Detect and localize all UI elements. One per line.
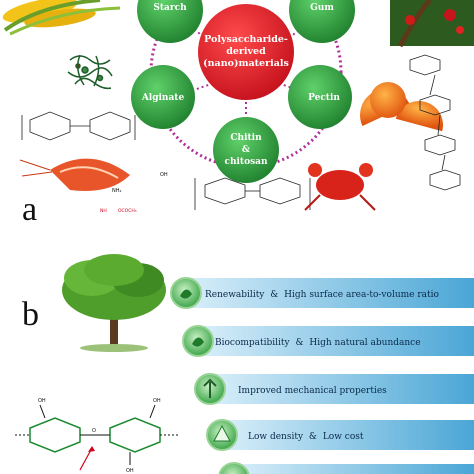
starch-node [137, 0, 203, 43]
feature-row-5 [218, 462, 474, 474]
feature-5-icon [218, 462, 250, 474]
starch-network-image [67, 54, 113, 90]
feature-row-4: Low density & Low cost [206, 419, 474, 451]
cellulose-oh-1: OH [38, 398, 46, 404]
panel-b: b OH OH OH O [15, 254, 474, 474]
feature-list: Renewability & High surface area-to-volu… [170, 277, 474, 474]
shrimp-image [19, 158, 130, 191]
gum-node [289, 0, 355, 43]
pectin-node [288, 65, 352, 129]
crab-image [304, 163, 376, 211]
connection-ring [149, 0, 343, 169]
chem-nh: NH [100, 208, 107, 214]
panel-a: Polysaccharide- derived (nano)materials … [2, 0, 474, 228]
cellulose-oh-3: OH [126, 468, 134, 474]
chem-nh2: NH₂ [112, 188, 122, 194]
feature-4-text: Low density & Low cost [248, 432, 364, 442]
gum-tree-image [390, 0, 474, 48]
feature-row-2: Biocompatibility & High natural abundanc… [182, 325, 474, 357]
chitin-structure [194, 177, 311, 210]
chitin-label-3: chitosan [224, 157, 268, 167]
feature-row-1: Renewability & High surface area-to-volu… [170, 277, 474, 309]
tree-image [62, 254, 166, 352]
feature-1-text: Renewability & High surface area-to-volu… [205, 290, 439, 300]
chem-ococh3: OCOCH₃ [118, 208, 137, 214]
chitin-label-2: & [242, 145, 250, 155]
alginate-structure [21, 111, 136, 141]
center-node [198, 4, 294, 100]
center-label-3: (nano)materials [203, 58, 289, 69]
chitin-node [213, 117, 279, 183]
chem-oh: OH [160, 172, 168, 178]
cellulose-o: O [92, 428, 96, 434]
pectin-structure [409, 54, 461, 191]
center-label-1: Polysaccharide- [204, 34, 288, 45]
alginate-node [131, 65, 195, 129]
cellulose-oh-2: OH [153, 398, 161, 404]
feature-row-3: Improved mechanical properties [194, 373, 474, 405]
panel-b-letter: b [22, 296, 39, 333]
gum-label: Gum [310, 3, 334, 13]
panel-a-letter: a [22, 191, 37, 228]
feature-3-text: Improved mechanical properties [238, 386, 387, 396]
cellulose-structure [15, 404, 180, 465]
orange-slices-image [360, 82, 443, 132]
center-label-2: derived [226, 46, 266, 57]
corn-image [2, 0, 121, 36]
pectin-label: Pectin [308, 93, 340, 103]
feature-2-text: Biocompatibility & High natural abundanc… [215, 338, 421, 348]
chitin-label-1: Chitin [230, 133, 262, 143]
red-arrowhead-icon [88, 446, 95, 452]
starch-label: Starch [153, 3, 187, 13]
alginate-label: Alginate [141, 93, 185, 103]
